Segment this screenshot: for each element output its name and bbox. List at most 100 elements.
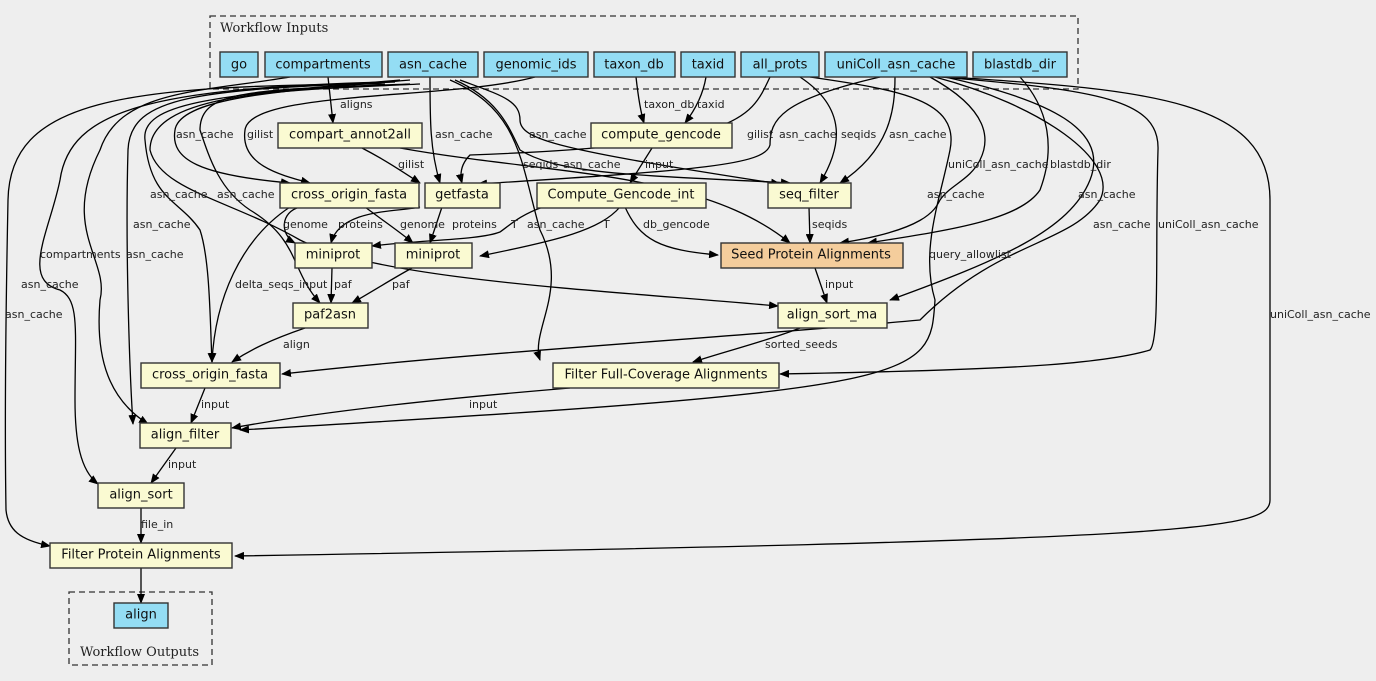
edge (231, 387, 571, 431)
edge (190, 387, 206, 424)
edge-label: input (645, 158, 674, 171)
edge-label: gilist (747, 128, 774, 141)
step-paf2asn[interactable]: paf2asn (292, 302, 369, 329)
svg-text:go: go (231, 58, 247, 73)
edge-label: delta_seqs_input (235, 278, 328, 291)
svg-text:align_filter: align_filter (151, 428, 220, 443)
edge-label: asn_cache (5, 308, 63, 321)
edge (479, 206, 621, 259)
svg-text:align: align (125, 608, 157, 623)
edge (208, 206, 291, 363)
edge (454, 79, 791, 187)
edge (361, 147, 421, 184)
edge-label: asn_cache (927, 188, 985, 201)
edge-label: proteins (452, 218, 497, 231)
svg-text:Seed Protein Alignments: Seed Protein Alignments (731, 248, 891, 263)
input-node-blastdb-dir[interactable]: blastdb_dir (972, 51, 1068, 78)
step-align-filter[interactable]: align_filter (139, 422, 232, 449)
step-compute-gencode-int[interactable]: Compute_Gencode_int (536, 182, 707, 209)
input-node-genomic-ids[interactable]: genomic_ids (483, 51, 589, 78)
edge-label: db_gencode (643, 218, 710, 231)
svg-text:Compute_Gencode_int: Compute_Gencode_int (548, 188, 695, 203)
edge-label: T (602, 218, 610, 231)
svg-text:genomic_ids: genomic_ids (495, 58, 576, 73)
edge (692, 327, 801, 364)
edges (4, 76, 1271, 604)
edge-label: input (469, 398, 498, 411)
edge (4, 83, 386, 549)
edge-label: genome (283, 218, 328, 231)
edge (399, 147, 791, 244)
step-miniprot-2[interactable]: miniprot (394, 242, 473, 269)
svg-text:cross_origin_fasta: cross_origin_fasta (152, 368, 268, 383)
output-node-align[interactable]: align (113, 602, 169, 629)
edge (459, 79, 781, 187)
input-node-taxid[interactable]: taxid (680, 51, 736, 78)
svg-text:Filter Protein Alignments: Filter Protein Alignments (61, 548, 221, 563)
edge (814, 267, 828, 304)
edge-label: asn_cache (889, 128, 947, 141)
step-align-sort[interactable]: align_sort (97, 482, 185, 509)
edge (839, 76, 986, 246)
edge-label: asn_cache (435, 128, 493, 141)
svg-text:miniprot: miniprot (306, 248, 361, 263)
svg-text:blastdb_dir: blastdb_dir (984, 58, 1057, 73)
step-align-sort-ma[interactable]: align_sort_ma (777, 302, 888, 329)
edge (839, 76, 896, 184)
step-compute-gencode[interactable]: compute_gencode (590, 122, 733, 149)
edge-label: asn_cache (1093, 218, 1151, 231)
input-node-compartments[interactable]: compartments (264, 51, 383, 78)
edge-label: seqids (812, 218, 848, 231)
edge-label: asn_cache (529, 128, 587, 141)
step-filter-full-coverage-alignments[interactable]: Filter Full-Coverage Alignments (552, 362, 780, 389)
step-seq-filter[interactable]: seq_filter (767, 182, 852, 209)
step-compart-annot2all[interactable]: compart_annot2all (277, 122, 423, 149)
edge-label: T (510, 218, 518, 231)
step-seed-protein-alignments[interactable]: Seed Protein Alignments (720, 242, 904, 269)
edge-label: gilist (247, 128, 274, 141)
edge-label: gilist (398, 158, 425, 171)
edge-label: input (825, 278, 854, 291)
workflow-inputs-cluster (209, 15, 1079, 90)
input-node-all-prots[interactable]: all_prots (740, 51, 820, 78)
edge-label: input (168, 458, 197, 471)
input-node-go[interactable]: go (219, 51, 259, 78)
svg-text:compute_gencode: compute_gencode (601, 128, 721, 143)
svg-text:asn_cache: asn_cache (399, 58, 467, 73)
edge (624, 206, 719, 259)
step-cross-origin-fasta-2[interactable]: cross_origin_fasta (140, 362, 281, 389)
input-node-asn-cache[interactable]: asn_cache (387, 51, 479, 78)
edge (629, 147, 653, 184)
edge-label: asn_cache (779, 128, 837, 141)
step-getfasta[interactable]: getfasta (424, 182, 501, 209)
edge (244, 76, 536, 185)
edge (327, 267, 336, 304)
edge (635, 76, 646, 124)
svg-text:seq_filter: seq_filter (779, 188, 839, 203)
input-node-taxon-db[interactable]: taxon_db (593, 51, 676, 78)
edge-label: input (201, 398, 230, 411)
step-cross-origin-fasta[interactable]: cross_origin_fasta (279, 182, 420, 209)
edge (150, 447, 177, 484)
step-filter-protein-alignments[interactable]: Filter Protein Alignments (49, 542, 233, 569)
input-node-unicoll-asn-cache[interactable]: uniColl_asn_cache (824, 51, 968, 78)
edge (429, 206, 443, 244)
edge-label: asn_cache (1078, 188, 1136, 201)
edge-label: asn_cache (21, 278, 79, 291)
edge-label: taxon_db (644, 98, 694, 111)
svg-text:compart_annot2all: compart_annot2all (289, 128, 411, 143)
step-miniprot-1[interactable]: miniprot (294, 242, 373, 269)
svg-text:all_prots: all_prots (753, 58, 808, 73)
workflow-inputs-label: Workflow Inputs (220, 21, 328, 36)
edge-label: seqids (523, 158, 559, 171)
svg-text:compartments: compartments (275, 58, 370, 73)
edge-label: sorted_seeds (765, 338, 838, 351)
edge (684, 76, 707, 124)
edge (364, 206, 414, 244)
edge-label: blastdb_dir (1050, 158, 1111, 171)
edge (805, 206, 814, 244)
edge-label: uniColl_asn_cache (948, 158, 1049, 171)
edge-label: query_allowlist (929, 248, 1012, 261)
edge-label: asn_cache (150, 188, 208, 201)
edge-label: proteins (338, 218, 383, 231)
